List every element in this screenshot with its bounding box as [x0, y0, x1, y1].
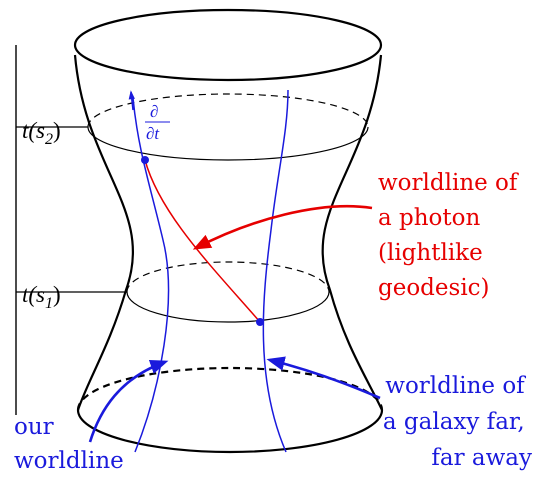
- time-label-s2-main: t(s: [22, 118, 45, 143]
- photon-annotation-line-3: (lightlike: [378, 240, 483, 266]
- galaxy-annotation-line-2: a galaxy far,: [383, 409, 525, 435]
- galaxy-annotation-line-1: worldline of: [385, 373, 526, 399]
- time-label-s2-close: ): [53, 118, 61, 143]
- photon-annotation-line-1: worldline of: [378, 170, 519, 196]
- time-label-s1: t(s1): [22, 282, 61, 312]
- spacetime-right-edge: [321, 54, 383, 411]
- galaxy-annotation-arrow: [266, 356, 381, 400]
- time-label-s2-sub: 2: [45, 131, 53, 148]
- lower-slice-back: [126, 261, 330, 293]
- galaxy-annotation-line-3: far away: [431, 445, 532, 471]
- galaxy-worldline: [262, 89, 289, 453]
- time-label-s1-sub: 1: [45, 295, 53, 312]
- time-label-s2: t(s2): [22, 118, 61, 148]
- top-boundary-ellipse: [73, 8, 383, 82]
- upper-slice-back: [87, 93, 369, 128]
- upper-slice-front: [87, 126, 369, 161]
- photon-annotation: worldline of a photon (lightlike geodesi…: [378, 170, 525, 301]
- our-annotation-arrow: [88, 360, 169, 443]
- lower-slice-front: [126, 291, 330, 323]
- bottom-ellipse-back: [76, 366, 384, 411]
- photon-annotation-line-2: a photon: [378, 205, 480, 231]
- our-annotation-line-2: worldline: [14, 448, 124, 474]
- tangent-vector-arrow: [128, 90, 135, 111]
- photon-worldline: [144, 159, 261, 323]
- time-label-s1-main: t(s: [22, 282, 45, 307]
- photon-annotation-arrow: [192, 204, 373, 250]
- vector-label-numerator: ∂: [150, 102, 158, 121]
- vector-label-denominator: ∂t: [146, 124, 160, 143]
- reception-event-point: [141, 156, 149, 164]
- spacetime-left-edge: [73, 54, 135, 411]
- emission-event-point: [256, 318, 264, 326]
- time-label-s1-close: ): [53, 282, 61, 307]
- galaxy-annotation: worldline of a galaxy far, far away: [383, 373, 532, 471]
- our-annotation: our worldline: [14, 414, 124, 474]
- bottom-ellipse-front: [76, 409, 384, 454]
- our-annotation-line-1: our: [14, 414, 54, 440]
- photon-annotation-line-4: geodesic): [378, 275, 490, 301]
- our-worldline: [132, 97, 170, 453]
